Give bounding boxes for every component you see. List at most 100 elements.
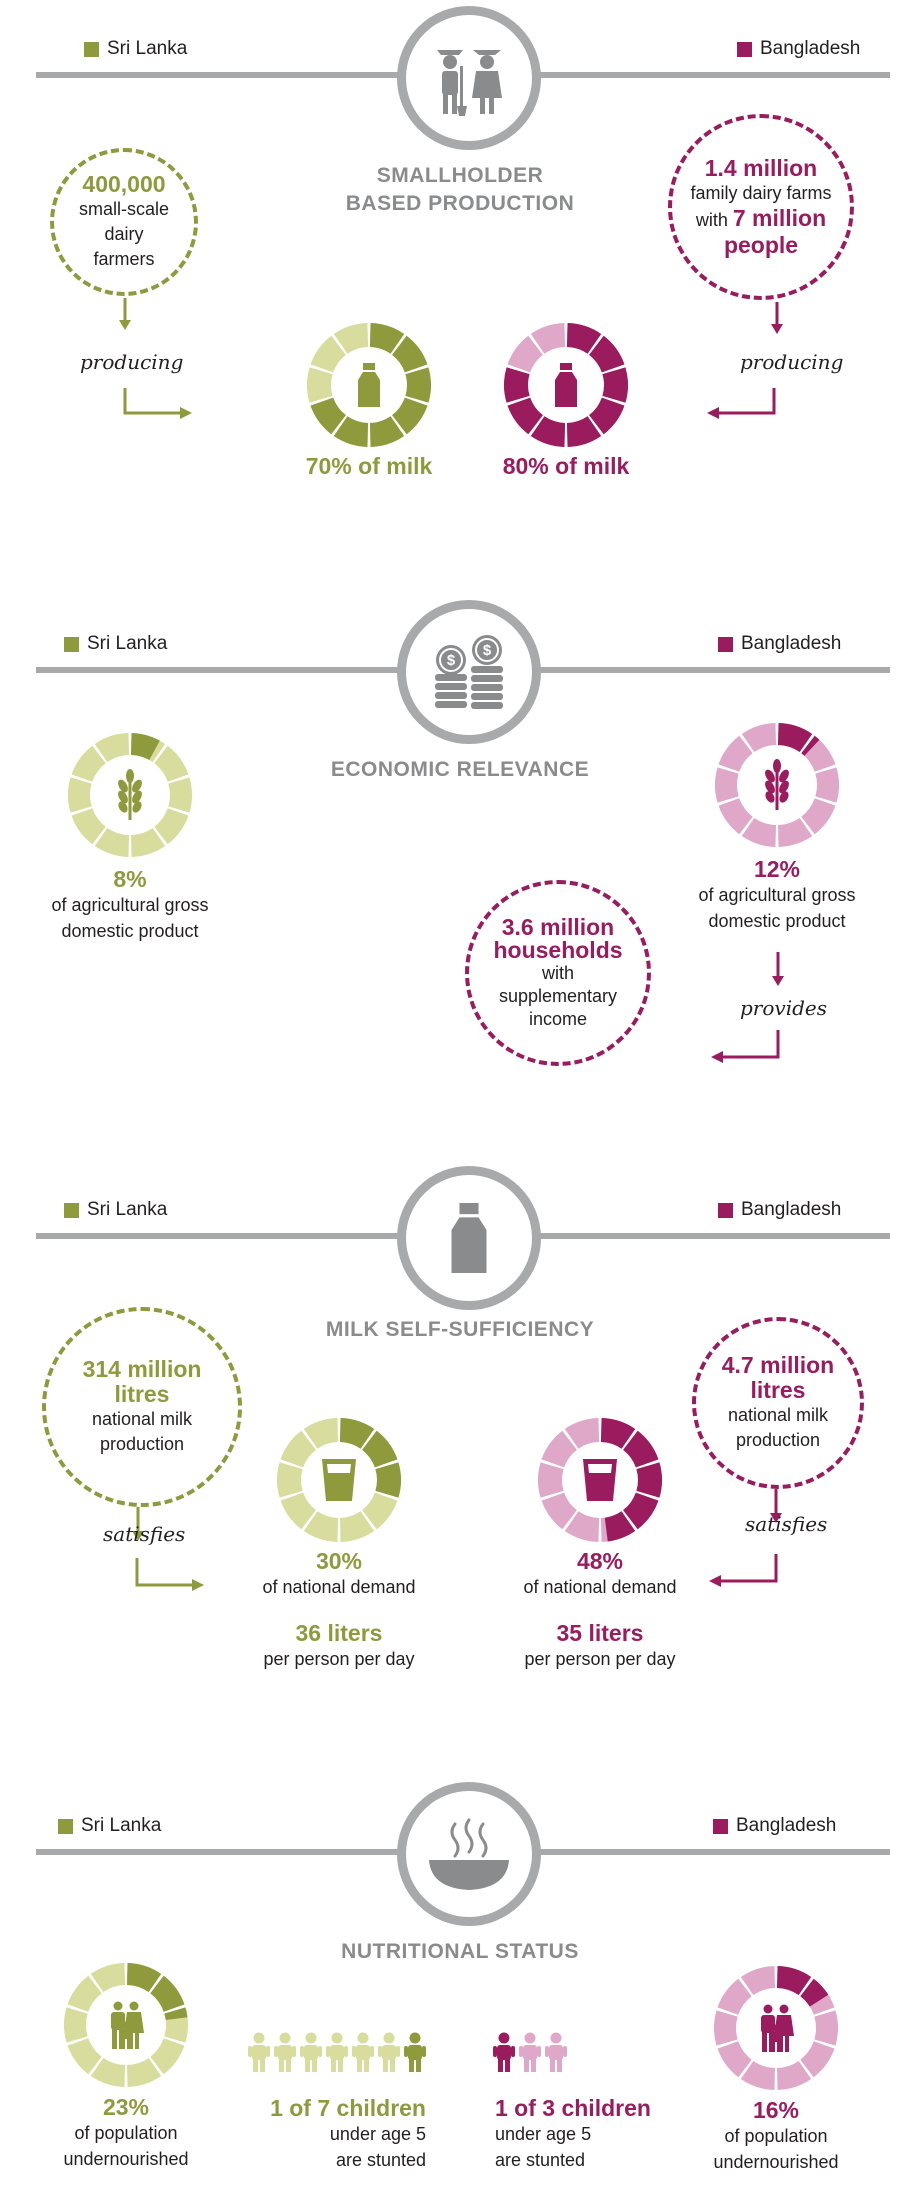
arrow-down-right	[772, 952, 784, 986]
glass-icon	[322, 1459, 356, 1501]
legend-bangladesh: Bangladesh	[718, 1199, 841, 1221]
donut-segment-filled	[589, 397, 625, 435]
donut-segment-filled	[589, 335, 625, 373]
coins-icon: $$	[435, 635, 503, 709]
donut-segment	[277, 1462, 303, 1498]
donut-segment	[714, 2010, 738, 2046]
legend-swatch	[713, 1818, 728, 1834]
caption-bd-undernourished: 16% of population undernourished	[713, 2097, 839, 2172]
donut-sl-demand	[277, 1418, 401, 1542]
donut-segment	[538, 1462, 564, 1498]
donut-segment	[507, 335, 543, 373]
donut-segment-filled	[164, 2007, 188, 2020]
donut-segment	[90, 1963, 126, 1993]
section-icon-ring	[397, 6, 541, 150]
milk-bottle-icon	[358, 363, 380, 407]
donut-segment-filled	[636, 1462, 662, 1498]
donut-segment	[67, 2038, 102, 2075]
donut-segment-filled	[405, 367, 431, 403]
arrow-elbow-right	[135, 1558, 204, 1591]
donut-segment	[150, 2038, 185, 2075]
donut-segment	[801, 798, 836, 835]
donut-segment-filled	[801, 735, 820, 756]
legend-swatch	[84, 41, 99, 57]
caption-bd-demand: 48% of national demand 35 liters per per…	[523, 1548, 677, 1669]
legend-swatch	[64, 1202, 79, 1218]
donut-segment	[740, 2060, 776, 2090]
donut-segment	[310, 335, 346, 373]
donut-segment	[815, 767, 839, 803]
donut-segment-filled	[369, 416, 405, 447]
donut-segment	[67, 1975, 102, 2012]
bangladesh-households-circle: 3.6 million households with supplementar…	[465, 880, 651, 1066]
child-icon	[326, 2032, 348, 2072]
donut-segment	[541, 1430, 577, 1468]
bangladesh-production-circle: 4.7 million litres national milk product…	[692, 1317, 864, 1489]
donut-segment-filled	[150, 1975, 185, 2012]
svg-text:$: $	[447, 652, 456, 669]
caption-bd-gdp: 12% of agricultural gross domestic produ…	[698, 856, 856, 931]
sri-lanka-production-circle: 314 million litres national milk product…	[42, 1307, 242, 1507]
arrow-down-right	[770, 1489, 782, 1523]
donut-segment-filled	[623, 1492, 659, 1530]
donut-segment-filled	[369, 323, 405, 354]
donut-segment	[280, 1492, 316, 1530]
verb-producing-right: producing	[740, 350, 844, 374]
donut-segment	[333, 323, 369, 354]
donut-segment	[63, 2007, 88, 2043]
verb-producing-left: producing	[80, 350, 184, 374]
legend-sri-lanka: Sri Lanka	[84, 38, 187, 60]
legend-bangladesh: Bangladesh	[718, 633, 841, 655]
children-row-sri-lanka	[248, 2032, 426, 2072]
donut-segment-filled	[776, 1966, 812, 1996]
donut-segment-filled	[566, 323, 602, 354]
donut-segment	[339, 1511, 375, 1542]
bangladesh-farms-circle: 1.4 million family dairy farms with 7 mi…	[668, 114, 854, 300]
child-icon	[352, 2032, 374, 2072]
child-icon	[248, 2032, 270, 2072]
glass-icon	[583, 1459, 617, 1501]
donut-segment	[741, 817, 777, 847]
donut-segment-filled	[362, 1430, 398, 1468]
donut-segment	[71, 808, 106, 845]
verb-satisfies-right: satisfies	[745, 1512, 828, 1536]
donut-segment	[307, 367, 333, 403]
child-icon	[378, 2032, 400, 2072]
section-title: NUTRITIONAL STATUS	[341, 1940, 579, 1963]
donut-segment	[718, 798, 753, 835]
donut-segment-filled	[310, 397, 346, 435]
donut-segment	[715, 767, 739, 803]
legend-sri-lanka: Sri Lanka	[64, 1199, 167, 1221]
donut-segment	[71, 745, 106, 782]
donut-segment-filled	[126, 1963, 162, 1993]
donut-segment	[800, 2041, 835, 2078]
arrow-down-right	[771, 302, 783, 334]
donut-sl-gdp	[68, 733, 192, 857]
donut-segment	[280, 1430, 316, 1468]
donut-bd-gdp	[715, 723, 839, 847]
caption-sl-gdp: 8% of agricultural gross domestic produc…	[51, 866, 209, 941]
donut-segment	[530, 323, 566, 354]
donut-segment-filled	[507, 397, 543, 435]
donut-segment-filled	[602, 367, 628, 403]
legend-swatch	[737, 41, 752, 57]
donut-segment-filled	[566, 416, 602, 447]
donut-segment	[777, 817, 813, 847]
soup-bowl-icon	[429, 1818, 509, 1890]
donut-sl-milk	[307, 323, 431, 447]
milk-bottle-icon	[555, 363, 577, 407]
donut-segment	[126, 2057, 162, 2087]
donut-sl-undernourished	[63, 1963, 188, 2087]
donut-bd-milk	[504, 323, 628, 447]
verb-satisfies-left: satisfies	[103, 1522, 186, 1546]
donut-segment	[814, 2010, 838, 2046]
donut-segment-filled	[392, 397, 428, 435]
donut-segment	[362, 1492, 398, 1530]
donut-segment-filled	[800, 1978, 829, 2007]
legend-sri-lanka: Sri Lanka	[64, 633, 167, 655]
donut-segment-filled	[530, 416, 566, 447]
donut-segment	[94, 733, 130, 763]
section-title: ECONOMIC RELEVANCE	[330, 758, 590, 781]
donut-segment-filled	[600, 1418, 636, 1449]
